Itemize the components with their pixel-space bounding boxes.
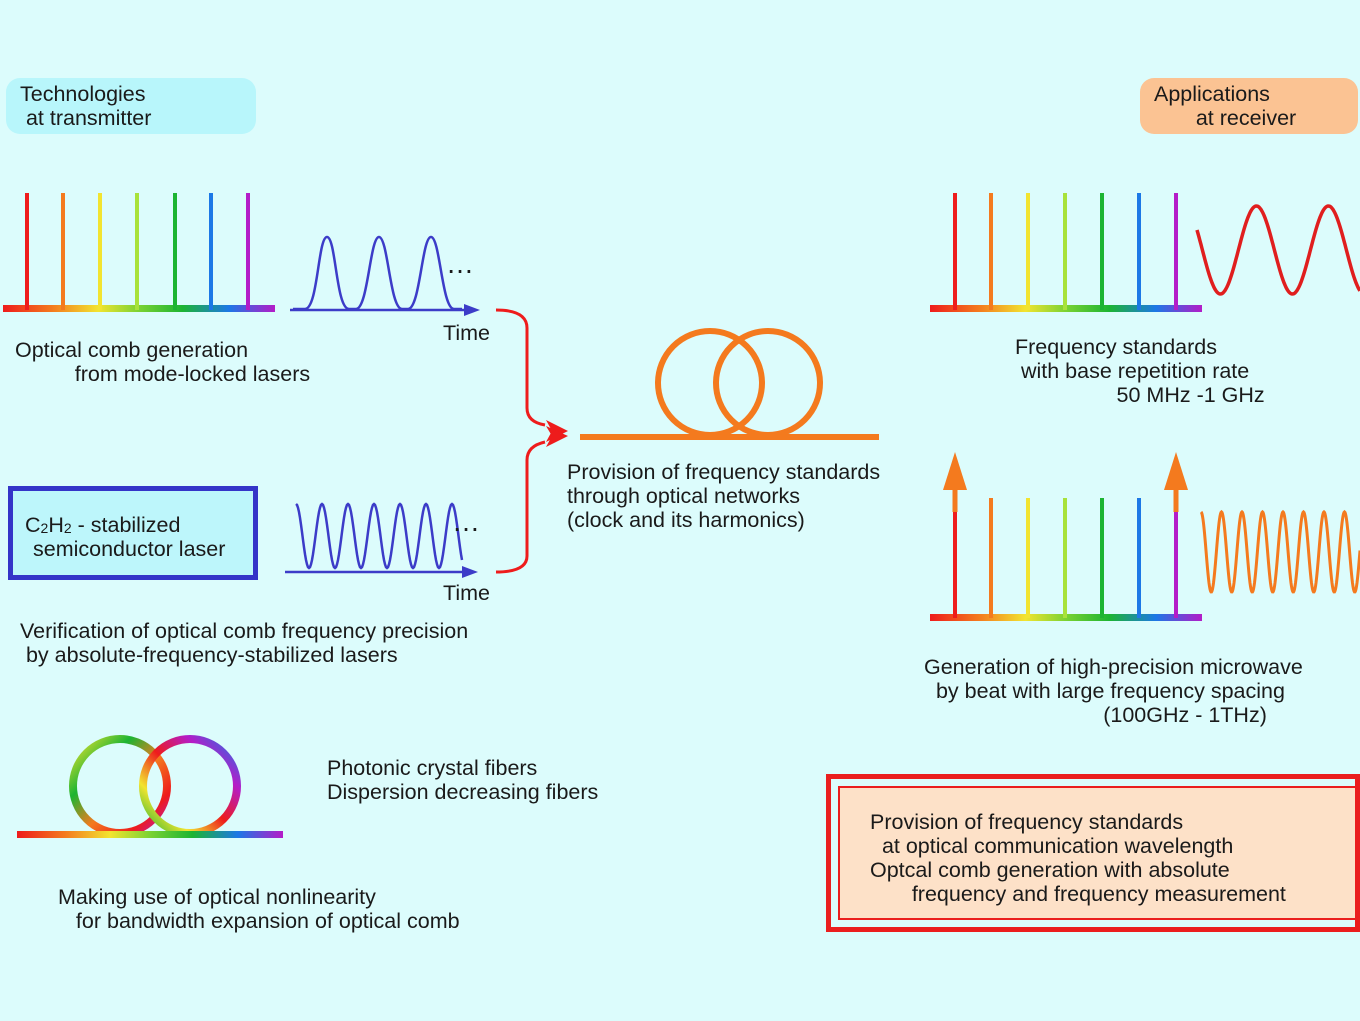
time-axis-top-arrowhead xyxy=(464,304,480,316)
merge-arrowhead-lower xyxy=(546,426,568,447)
stabilized-laser-box: C2H2 - stabilized semiconductor laser xyxy=(8,486,258,580)
microwave-base-rate-wave xyxy=(1195,204,1360,296)
comb-generation-caption: Optical comb generation from mode-locked… xyxy=(15,338,311,386)
comb-spectrum-receiver-bottom xyxy=(930,452,1360,621)
sine-wave-graph xyxy=(285,502,478,578)
formula-h: H xyxy=(48,513,64,537)
fiber-types-caption: Photonic crystal fibers Dispersion decre… xyxy=(327,756,599,804)
formula-c: C xyxy=(25,513,41,537)
microwave-high-freq-wave xyxy=(1199,509,1360,594)
nonlinear-fiber-coil xyxy=(17,735,283,838)
summary-text: Provision of frequency standards at opti… xyxy=(870,810,1286,906)
frequency-standards-caption: Frequency standards with base repetition… xyxy=(1015,335,1265,407)
fiber-network-coil xyxy=(580,328,879,440)
microwave-generation-caption: Generation of high-precision microwave b… xyxy=(924,655,1303,727)
comb-spectrum-receiver-top xyxy=(930,193,1360,312)
verification-caption: Verification of optical comb frequency p… xyxy=(20,619,469,667)
summary-box: Provision of frequency standards at opti… xyxy=(826,774,1360,932)
merge-arrows xyxy=(495,308,568,574)
fiber-ring-left xyxy=(655,328,765,438)
time-label-top: Time xyxy=(443,321,490,345)
comb-spectrum-transmitter xyxy=(3,193,275,312)
nonlinearity-caption: Making use of optical nonlinearity for b… xyxy=(58,885,460,933)
formula-sub-c: 2 xyxy=(40,520,49,536)
sine-wave xyxy=(295,502,464,570)
beat-arrow-right-head xyxy=(1164,452,1188,490)
laser-box-line2: semiconductor laser xyxy=(33,537,226,561)
pulse-train-graph xyxy=(290,235,480,316)
laser-box-stabilized: - stabilized xyxy=(71,513,181,537)
beat-arrow-left-head xyxy=(943,452,967,490)
laser-box-line1: C2H2 - stabilized xyxy=(25,513,180,540)
network-caption: Provision of frequency standards through… xyxy=(567,460,881,532)
time-axis-bottom-arrowhead xyxy=(462,566,478,578)
applications-at-receiver-tag: Applications at receiver xyxy=(1140,78,1358,134)
pulse-train xyxy=(293,235,462,311)
nonlinear-fiber-line xyxy=(17,831,283,838)
technologies-at-transmitter-tag: Technologies at transmitter xyxy=(6,78,256,134)
summary-box-inner: Provision of frequency standards at opti… xyxy=(838,786,1355,920)
fiber-ring-right xyxy=(713,328,823,438)
arrow-from-comb xyxy=(495,308,546,427)
time-label-bottom: Time xyxy=(443,581,490,605)
nonlinear-ring-right xyxy=(139,735,241,837)
ellipsis-top: … xyxy=(446,248,474,279)
ellipsis-bottom: … xyxy=(452,506,480,537)
arrow-from-laser xyxy=(495,440,546,574)
formula-sub-h: 2 xyxy=(63,520,72,536)
